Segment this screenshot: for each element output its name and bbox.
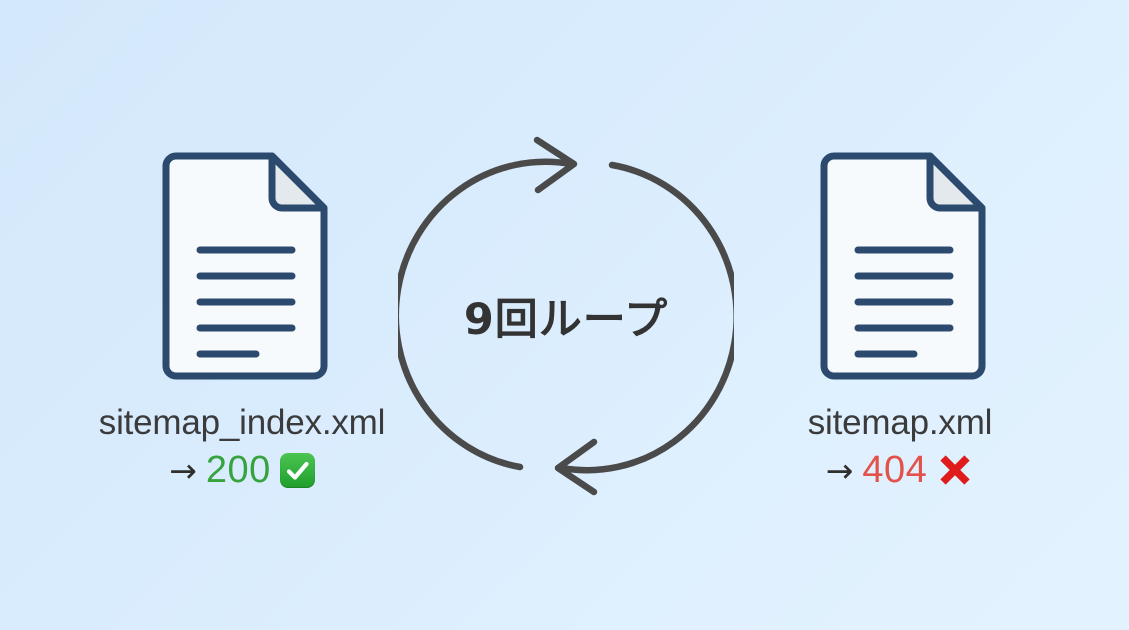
cross-mark-icon [936, 451, 974, 489]
right-arrow-icon: → [825, 450, 854, 490]
white-check-mark-icon [279, 452, 315, 488]
left-status-line: → 200 [99, 451, 385, 489]
right-filename-label: sitemap.xml [807, 403, 993, 442]
right-arrow-icon: → [169, 450, 197, 490]
loop-arrows-icon [392, 128, 740, 504]
right-status-line: → 404 [808, 451, 993, 489]
right-document-caption: sitemap.xml → 404 [808, 403, 993, 489]
left-status-code: 200 [205, 449, 271, 492]
document-icon [810, 150, 990, 387]
left-document-caption: sitemap_index.xml → 200 [98, 403, 386, 489]
left-document-group: sitemap_index.xml → 200 [42, 150, 442, 489]
right-document-group: sitemap.xml → 404 [700, 150, 1100, 489]
left-filename-label: sitemap_index.xml [98, 403, 386, 442]
right-status-code: 404 [862, 449, 928, 492]
document-icon [152, 150, 332, 387]
